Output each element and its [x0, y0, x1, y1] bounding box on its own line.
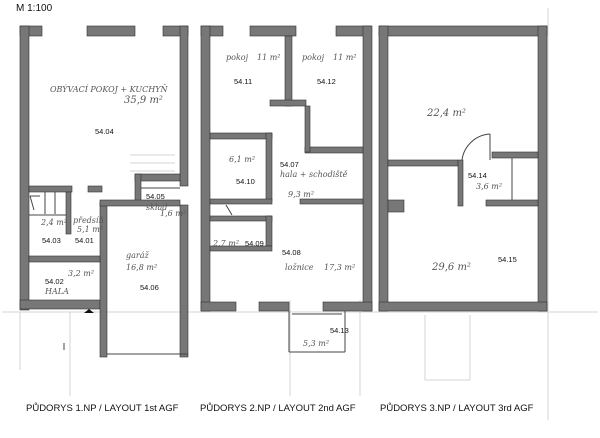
plan-3np: [378, 25, 548, 312]
room-5407-area: 9,3 m²: [288, 190, 314, 199]
plan-2np: [200, 25, 373, 353]
room-5404-area: 35,9 m²: [124, 95, 163, 106]
room-5409-id: 54.09: [245, 239, 264, 248]
room-5402-id: 54.02: [45, 277, 64, 286]
room-5413-id: 54.13: [330, 326, 349, 335]
caption-2np: PŮDORYS 2.NP / LAYOUT 2nd AGF: [200, 403, 356, 414]
room-5401-note: předsíň: [73, 216, 104, 225]
room-5404-note: OBÝVACÍ POKOJ + KUCHYŇ: [50, 85, 168, 94]
room-5411-note: pokoj: [226, 53, 249, 62]
room-5404-id: 54.04: [95, 127, 114, 136]
room-5410-area: 6,1 m²: [229, 155, 255, 164]
room-5406-note: garáž: [126, 251, 149, 260]
labels-2np: pokoj 11 m² 54.11 pokoj 11 m² 54.12 6,1 …: [212, 53, 357, 348]
room-5403-area: 2,4 m²: [40, 218, 67, 227]
room-5411-id: 54.11: [234, 77, 252, 86]
caption-3np: PŮDORYS 3.NP / LAYOUT 3rd AGF: [380, 403, 534, 414]
room-5415-area: 29,6 m²: [431, 262, 471, 273]
room-5414-area: 3,6 m²: [476, 182, 502, 191]
room-top3-area: 22,4 m²: [426, 108, 466, 119]
room-5401-id: 54.01: [75, 236, 94, 245]
room-5408-note: ložnice: [285, 263, 314, 272]
background-lines: [2, 8, 598, 420]
room-5403-id: 54.03: [42, 236, 61, 245]
plan-1np: [19, 25, 189, 358]
room-5413-area: 5,3 m²: [303, 339, 329, 348]
room-5407-id: 54.07: [280, 160, 299, 169]
room-5415-id: 54.15: [498, 255, 517, 264]
room-5414-id: 54.14: [468, 171, 487, 180]
room-5405-id: 54.05: [146, 192, 165, 201]
room-5409-area: 2,7 m²: [212, 239, 239, 248]
room-5405-note: sklad: [146, 203, 167, 212]
room-5408-area: 17,3 m²: [324, 263, 355, 272]
room-5405-area: 1,6 m²: [160, 209, 186, 218]
labels-3np: 22,4 m² 54.14 3,6 m² 29,6 m² 54.15: [426, 108, 517, 273]
room-5401-area: 5,1 m²: [77, 225, 103, 234]
room-5402-area: 3,2 m²: [68, 269, 94, 278]
room-5412-note: pokoj: [302, 53, 325, 62]
room-5411-area: 11 m²: [257, 53, 281, 62]
room-5410-id: 54.10: [236, 177, 255, 186]
caption-1np: PŮDORYS 1.NP / LAYOUT 1st AGF: [26, 403, 179, 414]
room-5406-area: 16,8 m²: [126, 263, 157, 272]
labels-1np: OBÝVACÍ POKOJ + KUCHYŇ 35,9 m² 54.04 54.…: [40, 85, 186, 296]
room-5412-area: 11 m²: [333, 53, 357, 62]
room-5402-note: HALA: [44, 287, 69, 296]
room-5412-id: 54.12: [317, 77, 336, 86]
room-5408-id: 54.08: [282, 248, 301, 257]
room-5406-id: 54.06: [140, 283, 159, 292]
room-5407-note: hala + schodiště: [280, 170, 348, 179]
scale-label: M 1:100: [16, 3, 53, 14]
